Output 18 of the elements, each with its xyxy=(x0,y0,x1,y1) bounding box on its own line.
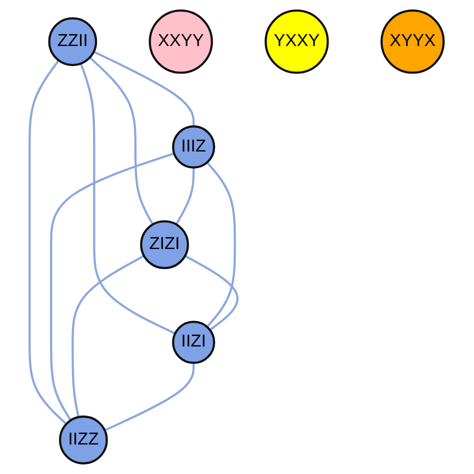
connector xyxy=(184,254,239,331)
connector xyxy=(89,56,154,225)
node-circle: IIZZ xyxy=(59,416,108,464)
connector xyxy=(50,152,175,421)
node-circle: ZZII xyxy=(48,17,98,66)
node-circle: YXXY xyxy=(265,10,330,74)
node-circle: IIZI xyxy=(172,320,216,364)
node-circle: XYYX xyxy=(380,10,446,74)
connector xyxy=(104,362,196,432)
connector xyxy=(28,60,68,425)
node-circle: XXYY xyxy=(149,10,214,74)
connector xyxy=(72,254,145,418)
connector xyxy=(176,168,196,225)
connector xyxy=(94,50,196,126)
connector xyxy=(206,162,236,328)
connector xyxy=(80,63,176,334)
node-circle: IIIZ xyxy=(172,125,216,169)
node-circle: ZIZI xyxy=(140,220,190,270)
